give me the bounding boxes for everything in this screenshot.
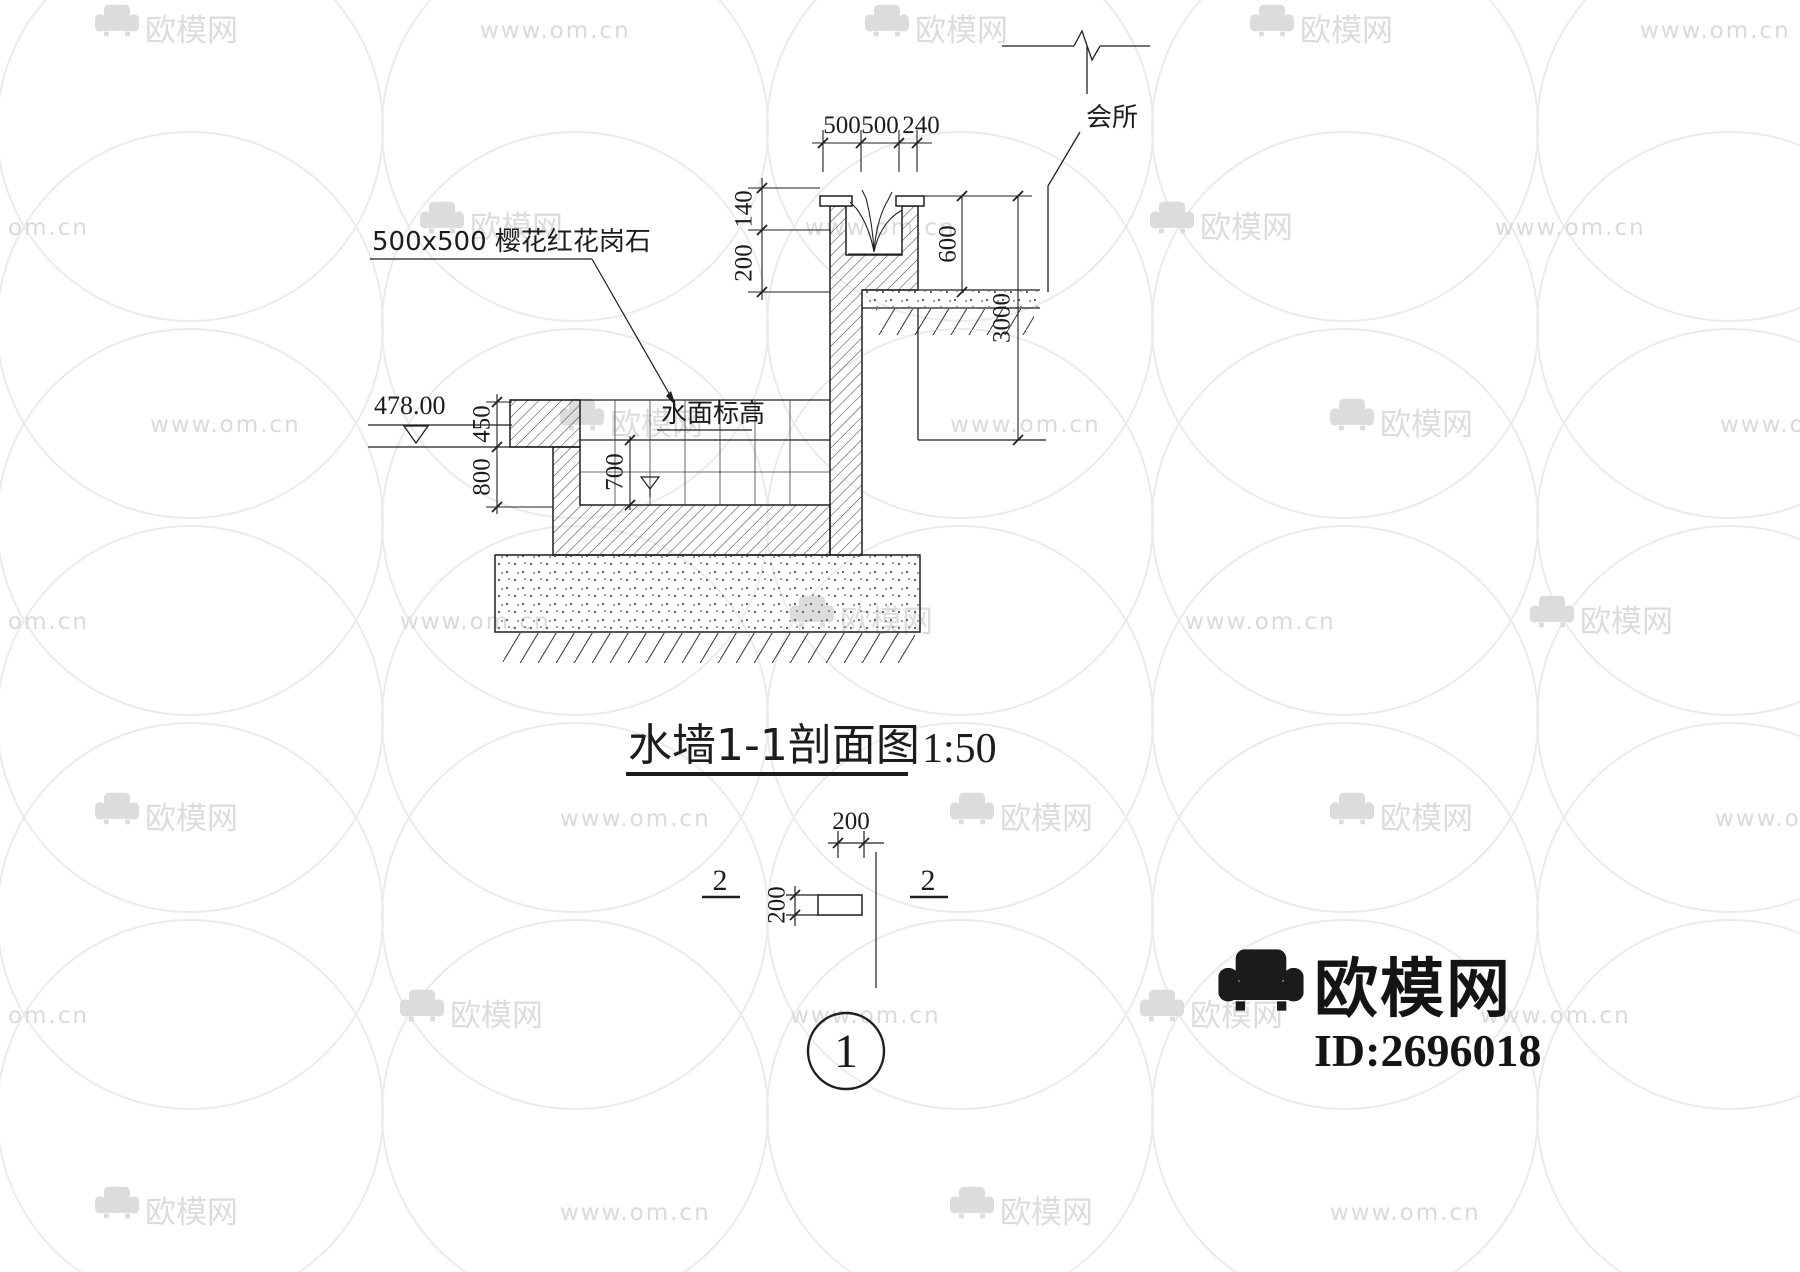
section-mark-right: 2 <box>921 864 936 897</box>
plan-detail-ticks <box>789 837 870 921</box>
watermark-url: www.om.cn <box>560 806 711 832</box>
foundation <box>494 554 921 633</box>
planter-cap-right <box>895 195 925 207</box>
pool-wall-floor <box>552 446 831 556</box>
planter-cap-left <box>819 195 853 207</box>
elevation-value: 478.00 <box>374 391 446 420</box>
dim-600: 600 <box>935 225 962 263</box>
watermark-url: www.om.cn <box>1720 412 1800 438</box>
granite-leader <box>370 258 676 406</box>
watermark-url: www.om.cn <box>950 412 1101 438</box>
watermark-url: www.om.cn <box>1495 215 1646 241</box>
watermark-circle <box>1536 525 1800 913</box>
club-leader <box>1047 131 1081 292</box>
watermark-circle <box>1536 328 1800 716</box>
dim-500-b: 500 <box>861 112 899 139</box>
watermark-brand: 欧模网 <box>145 13 238 49</box>
watermark-url: www.om.cn <box>1715 806 1800 832</box>
plan-dim-top: 200 <box>832 808 870 835</box>
elevation-marker <box>402 425 430 445</box>
watermark-brand: 欧模网 <box>610 407 703 443</box>
watermark-brand: 欧模网 <box>1000 801 1093 837</box>
watermark-brand: 欧模网 <box>1380 801 1473 837</box>
watermark-brand: 欧模网 <box>1300 13 1393 49</box>
plan-detail-lines <box>702 831 948 988</box>
watermark-url: om.cn <box>8 215 89 241</box>
drawing-scale: 1:50 <box>922 726 997 772</box>
watermark-url: www.om.cn <box>1640 18 1791 44</box>
watermark-circle <box>1536 131 1800 519</box>
watermark-url: om.cn <box>8 1003 89 1029</box>
watermark-circle <box>1536 0 1800 322</box>
sofa-icon <box>1218 948 1304 1012</box>
dim-3000: 3000 <box>989 293 1016 343</box>
watermark-url: www.om.cn <box>1480 1003 1631 1029</box>
watermark-brand: 欧模网 <box>145 1195 238 1231</box>
detail-bubble <box>806 1011 886 1091</box>
watermark-brand: 欧模网 <box>1000 1195 1093 1231</box>
dim-240: 240 <box>902 112 940 139</box>
watermark-brand: 欧模网 <box>450 998 543 1034</box>
dimension-ticks <box>491 137 1024 513</box>
dim-500-a: 500 <box>823 112 861 139</box>
watermark-url: www.om.cn <box>560 1200 711 1226</box>
drawing-title: 水墙1-1剖面图 <box>628 720 920 771</box>
site-brand: 欧模网 <box>1314 953 1512 1027</box>
watermark-url: www.om.cn <box>480 18 631 44</box>
watermark-url: www.om.cn <box>1185 609 1336 635</box>
pool-coping <box>509 399 581 448</box>
granite-label: 500x500 樱花红花岗石 <box>372 227 651 257</box>
club-label: 会所 <box>1086 103 1138 133</box>
watermark-brand: 欧模网 <box>145 801 238 837</box>
plant-symbol <box>848 189 903 255</box>
dim-450: 450 <box>469 405 496 443</box>
watermark-url: www.om.cn <box>790 1003 941 1029</box>
watermark-url: www.om.cn <box>1330 1200 1481 1226</box>
watermark-brand: 欧模网 <box>470 210 563 246</box>
watermark-circle <box>1536 722 1800 1110</box>
dim-700: 700 <box>602 453 629 491</box>
watermark-url: www.om.cn <box>150 412 301 438</box>
soil-hatch <box>503 309 1034 663</box>
watermark-brand: 欧模网 <box>1380 407 1473 443</box>
watermark-brand: 欧模网 <box>1200 210 1293 246</box>
water-wall-structure <box>494 195 925 633</box>
section-mark-left: 2 <box>713 864 728 897</box>
title-underline <box>626 772 908 776</box>
water-level-label: 水面标高 <box>661 399 765 429</box>
detail-bubble-number: 1 <box>834 1025 858 1078</box>
watermark-circle <box>1536 919 1800 1272</box>
dim-140: 140 <box>731 190 758 228</box>
break-symbol <box>1073 29 1101 62</box>
right-slab <box>862 289 1040 309</box>
site-logo: 欧模网 ID:2696018 <box>1218 946 1798 1086</box>
water-level-symbol <box>639 476 661 497</box>
wall-section <box>829 205 919 556</box>
plan-dim-side: 200 <box>764 886 791 924</box>
dim-200: 200 <box>731 244 758 282</box>
watermark-url: om.cn <box>8 609 89 635</box>
image-id: ID:2696018 <box>1314 1025 1542 1076</box>
watermark-brand: 欧模网 <box>915 13 1008 49</box>
watermark-brand: 欧模网 <box>1580 604 1673 640</box>
pool-tile-grid <box>580 400 830 505</box>
dim-800: 800 <box>469 458 496 496</box>
